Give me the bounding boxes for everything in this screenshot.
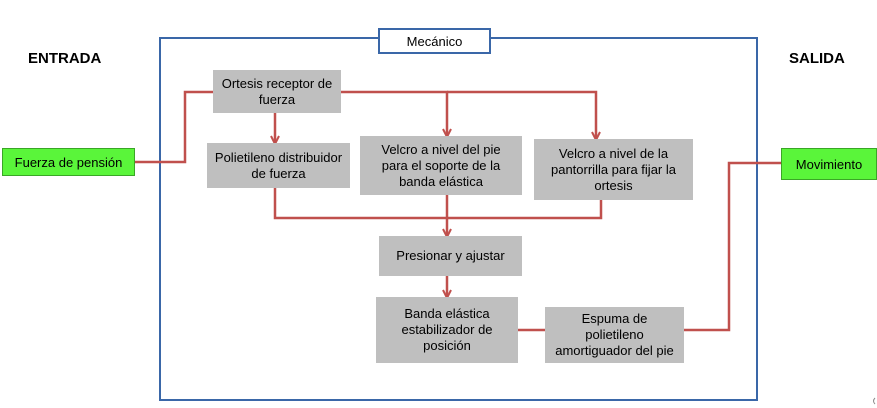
node-banda: Banda elástica estabilizador de posición xyxy=(376,297,518,363)
input-heading: ENTRADA xyxy=(28,50,102,67)
input-box: Fuerza de pensión xyxy=(2,148,135,176)
node-polietileno: Polietileno distribuidor de fuerza xyxy=(207,143,350,188)
node-velcro-pantorrilla-label: Velcro a nivel de la pantorrilla para fi… xyxy=(550,145,676,193)
frame-title: Mecánico xyxy=(378,28,491,54)
node-espuma-label: Espuma de polietileno amortiguador del p… xyxy=(555,311,674,358)
node-velcro-pie-label: Velcro a nivel del pie para el soporte d… xyxy=(381,141,501,189)
connector-input-to-ortesis xyxy=(135,90,213,164)
node-velcro-pie: Velcro a nivel del pie para el soporte d… xyxy=(360,136,522,195)
connector-ortesis-to-velcro-pie xyxy=(341,90,447,136)
node-ortesis: Ortesis receptor de fuerza xyxy=(213,70,341,113)
connector-polietileno-merge xyxy=(273,188,447,220)
connector-velcro-pantorrilla-merge xyxy=(447,200,603,220)
node-banda-label: Banda elástica estabilizador de posición xyxy=(401,306,493,353)
connector-espuma-to-output xyxy=(684,161,781,332)
output-box: Movimiento xyxy=(781,148,877,180)
node-presionar-label: Presionar y ajustar xyxy=(396,248,505,263)
node-polietileno-label: Polietileno distribuidor de fuerza xyxy=(214,149,343,181)
output-heading: SALIDA xyxy=(789,50,845,67)
corner-mark xyxy=(873,397,876,405)
connector-ortesis-to-velcro-pantorrilla xyxy=(447,90,596,139)
node-espuma: Espuma de polietileno amortiguador del p… xyxy=(545,307,684,363)
node-velcro-pantorrilla: Velcro a nivel de la pantorrilla para fi… xyxy=(534,139,693,200)
node-ortesis-label: Ortesis receptor de fuerza xyxy=(221,75,333,107)
node-presionar: Presionar y ajustar xyxy=(379,236,522,276)
